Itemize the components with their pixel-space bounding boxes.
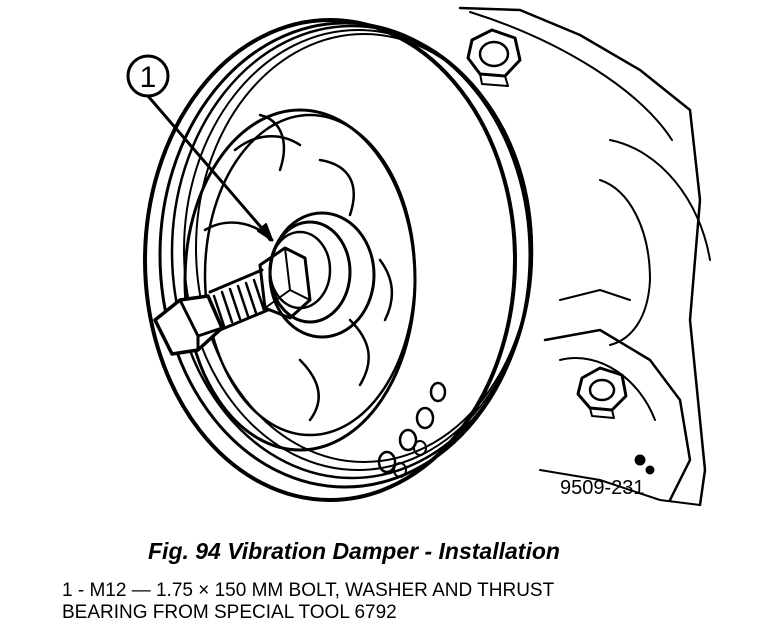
legend: 1 - M12 — 1.75 × 150 MM BOLT, WASHER AND…	[62, 580, 554, 624]
washer-and-nut	[258, 246, 312, 320]
thrust-bearing	[268, 211, 376, 339]
lower-bolt	[576, 366, 628, 419]
engine-block	[458, 6, 711, 507]
legend-line-2: BEARING FROM SPECIAL TOOL 6792	[62, 602, 397, 623]
figure-caption: Fig. 94 Vibration Damper - Installation	[148, 538, 560, 564]
bolt-head	[153, 294, 224, 356]
damper-pulley	[143, 18, 534, 502]
legend-line-1: 1 - M12 — 1.75 × 150 MM BOLT, WASHER AND…	[62, 580, 555, 601]
figure-code: 9509-231	[560, 477, 645, 499]
threaded-rod	[208, 268, 270, 332]
upper-bolt	[466, 28, 522, 87]
vibration-damper-illustration: 1 9509-231	[126, 6, 711, 507]
callout-number: 1	[140, 61, 157, 94]
callout-1	[126, 54, 274, 242]
